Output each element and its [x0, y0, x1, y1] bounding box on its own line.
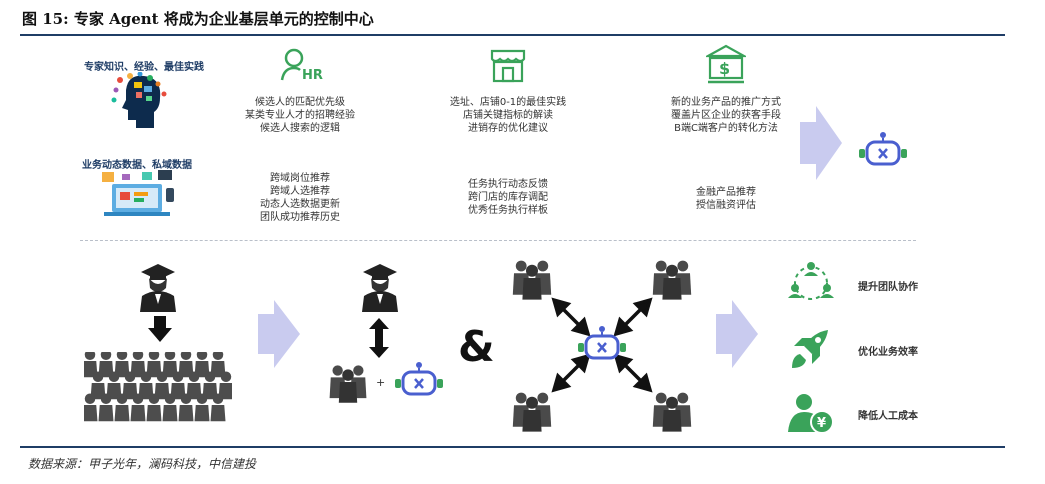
expert-graduate-icon: [140, 264, 176, 312]
employee-crowd-icon: [84, 352, 232, 422]
agent-bot-icon: [393, 360, 445, 396]
hr-bottom-line: 跨域岗位推荐: [270, 173, 330, 184]
team-icon: [329, 365, 367, 403]
team-icon: [512, 260, 552, 300]
flow-arrow-icon: [800, 106, 842, 180]
hr-top-line: 某类专业人才的招聘经验: [245, 110, 355, 121]
bank-bottom-line: 授信融资评估: [696, 200, 756, 211]
hr-bottom-line: 团队成功推荐历史: [260, 212, 340, 223]
result-efficiency: 优化业务效率: [858, 347, 918, 358]
store-bottom-line: 任务执行动态反馈: [468, 179, 548, 190]
hr-icon: HR: [280, 48, 323, 82]
svg-text:¥: ¥: [817, 416, 826, 431]
cost-person-icon: ¥: [788, 394, 834, 434]
agent-hub-diagram: [512, 260, 692, 432]
team-icon: [652, 260, 692, 300]
store-top-line: 进销存的优化建议: [468, 123, 548, 134]
store-top-line: 选址、店铺0-1的最佳实践: [449, 97, 567, 108]
figure-title: 图 15: 专家 Agent 将成为企业基层单元的控制中心: [22, 10, 374, 28]
store-bottom-text: 任务执行动态反馈 跨门店的库存调配 优秀任务执行样板: [450, 178, 566, 217]
hr-bottom-text: 跨域岗位推荐 跨域人选推荐 动态人选数据更新 团队成功推荐历史: [245, 172, 355, 224]
bank-top-line: 覆盖片区企业的获客手段: [671, 110, 781, 121]
result-cost: 降低人工成本: [858, 411, 918, 422]
bank-bottom-line: 金融产品推荐: [696, 187, 756, 198]
data-devices-icon: [102, 170, 174, 216]
down-arrow-icon: [148, 316, 172, 342]
result-collaboration: 提升团队协作: [858, 282, 918, 293]
updown-arrow-icon: [369, 318, 389, 358]
hr-bottom-line: 动态人选数据更新: [260, 199, 340, 210]
section-divider: [80, 240, 916, 241]
store-bottom-line: 优秀任务执行样板: [468, 205, 548, 216]
store-bottom-line: 跨门店的库存调配: [468, 192, 548, 203]
head-knowledge-icon: [111, 72, 167, 128]
hr-bottom-line: 跨域人选推荐: [270, 186, 330, 197]
data-label: 业务动态数据、私域数据: [82, 160, 192, 171]
knowledge-label: 专家知识、经验、最佳实践: [84, 62, 204, 73]
collaboration-icon: [788, 262, 834, 300]
hr-top-line: 候选人搜索的逻辑: [260, 123, 340, 134]
bottom-rule: [20, 446, 1005, 448]
bank-top-line: B端C端客户的转化方法: [674, 123, 778, 134]
bank-bottom-text: 金融产品推荐 授信融资评估: [678, 186, 774, 212]
ampersand: &: [458, 322, 495, 371]
transition-arrow-icon: [258, 300, 300, 368]
svg-text:$: $: [719, 59, 730, 78]
rocket-icon: [792, 330, 828, 368]
bank-top-text: 新的业务产品的推广方式 覆盖片区企业的获客手段 B端C端客户的转化方法: [658, 96, 794, 135]
hr-top-line: 候选人的匹配优先级: [255, 97, 345, 108]
store-top-text: 选址、店铺0-1的最佳实践 店铺关键指标的解读 进销存的优化建议: [440, 96, 576, 135]
hr-top-text: 候选人的匹配优先级 某类专业人才的招聘经验 候选人搜索的逻辑: [245, 96, 355, 135]
agent-bot-icon: [857, 130, 909, 166]
expert-graduate-icon: [362, 264, 398, 312]
source-note: 数据来源：甲子光年，澜码科技，中信建投: [28, 457, 257, 471]
store-top-line: 店铺关键指标的解读: [463, 110, 553, 121]
team-icon: [652, 392, 692, 432]
svg-text:HR: HR: [302, 68, 323, 82]
team-icon: [512, 392, 552, 432]
plus-sign: +: [376, 376, 386, 389]
bank-icon: $: [706, 44, 746, 84]
transition-arrow-icon: [716, 300, 758, 368]
top-rule: [20, 34, 1005, 36]
store-icon: [490, 49, 526, 83]
bank-top-line: 新的业务产品的推广方式: [671, 97, 781, 108]
